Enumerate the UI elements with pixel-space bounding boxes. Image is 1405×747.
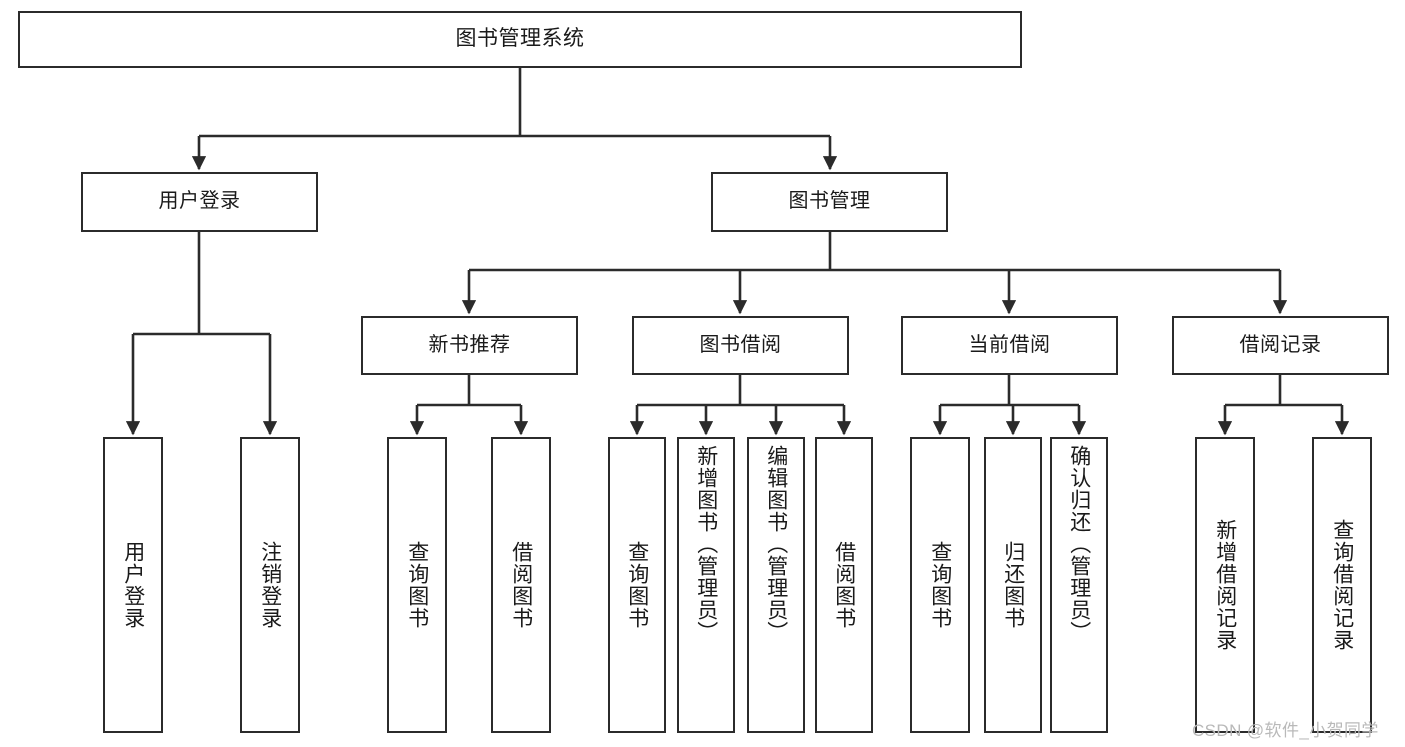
leaf-user-login-logout-label: 注销登录 <box>258 541 282 629</box>
leaf-book-borrow-borrow[interactable]: 借阅图书 <box>815 437 873 733</box>
leaf-book-borrow-borrow-label: 借阅图书 <box>832 541 856 629</box>
node-user-login-label: 用户登录 <box>158 190 241 213</box>
leaf-new-book-query-label: 查询图书 <box>405 541 429 629</box>
leaf-book-borrow-edit[interactable]: 编辑图书（管理员） <box>747 437 805 733</box>
node-new-book-recommend[interactable]: 新书推荐 <box>361 316 578 375</box>
node-book-borrow[interactable]: 图书借阅 <box>632 316 849 375</box>
leaf-new-book-borrow[interactable]: 借阅图书 <box>491 437 551 733</box>
leaf-current-borrow-query[interactable]: 查询图书 <box>910 437 970 733</box>
leaf-borrow-record-add-label: 新增借阅记录 <box>1213 519 1237 651</box>
leaf-current-borrow-confirm[interactable]: 确认归还（管理员） <box>1050 437 1108 733</box>
leaf-book-borrow-add[interactable]: 新增图书（管理员） <box>677 437 735 733</box>
node-book-borrow-label: 图书借阅 <box>699 333 782 356</box>
leaf-user-login-logout[interactable]: 注销登录 <box>240 437 300 733</box>
leaf-book-borrow-add-label: 新增图书（管理员） <box>694 445 718 643</box>
leaf-book-borrow-query[interactable]: 查询图书 <box>608 437 666 733</box>
leaf-borrow-record-query-label: 查询借阅记录 <box>1330 519 1354 651</box>
node-book-manage-label: 图书管理 <box>788 190 871 213</box>
node-new-book-recommend-label: 新书推荐 <box>428 333 511 356</box>
leaf-book-borrow-edit-label: 编辑图书（管理员） <box>764 445 788 643</box>
node-book-manage[interactable]: 图书管理 <box>711 172 948 232</box>
node-current-borrow-label: 当前借阅 <box>968 333 1051 356</box>
leaf-user-login-login[interactable]: 用户登录 <box>103 437 163 733</box>
leaf-user-login-login-label: 用户登录 <box>121 541 145 629</box>
leaf-current-borrow-return-label: 归还图书 <box>1001 541 1025 629</box>
leaf-new-book-query[interactable]: 查询图书 <box>387 437 447 733</box>
leaf-book-borrow-query-label: 查询图书 <box>625 541 649 629</box>
node-root-system-label: 图书管理系统 <box>455 27 585 51</box>
leaf-current-borrow-confirm-label: 确认归还（管理员） <box>1067 445 1091 643</box>
node-current-borrow[interactable]: 当前借阅 <box>901 316 1118 375</box>
leaf-borrow-record-add[interactable]: 新增借阅记录 <box>1195 437 1255 733</box>
leaf-current-borrow-return[interactable]: 归还图书 <box>984 437 1042 733</box>
leaf-new-book-borrow-label: 借阅图书 <box>509 541 533 629</box>
node-borrow-record[interactable]: 借阅记录 <box>1172 316 1389 375</box>
node-borrow-record-label: 借阅记录 <box>1239 333 1322 356</box>
leaf-borrow-record-query[interactable]: 查询借阅记录 <box>1312 437 1372 733</box>
leaf-current-borrow-query-label: 查询图书 <box>928 541 952 629</box>
node-user-login[interactable]: 用户登录 <box>81 172 318 232</box>
node-root-system[interactable]: 图书管理系统 <box>18 11 1022 68</box>
